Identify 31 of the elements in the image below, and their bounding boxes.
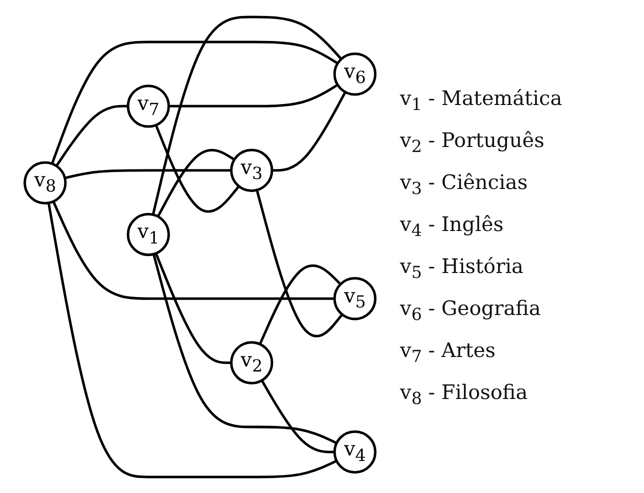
connector [152,253,338,444]
connector [258,264,342,344]
node-circle: v$_{7}$ [126,84,170,128]
legend-text: v$_{3}$ - Ciências [400,170,529,198]
connector [55,104,128,166]
legend-text: v$_{8}$ - Filosofia [400,380,529,408]
connector [154,252,232,364]
connector [256,189,344,337]
connector [260,379,335,453]
connector [64,168,232,179]
node-circle: v$_{1}$ [126,212,170,256]
node-circle: v$_{2}$ [230,340,274,384]
node-circle: v$_{3}$ [230,148,274,192]
connector [156,148,235,217]
connector [168,83,338,107]
legend-text: v$_{5}$ - História [400,254,524,282]
legend-text: v$_{1}$ - Matemática [400,86,564,114]
legend-text: v$_{4}$ - Inglês [400,212,504,240]
legend-text: v$_{7}$ - Artes [400,338,497,366]
node-circle: v$_{8}$ [23,160,67,204]
connector [50,40,338,164]
connector [272,90,346,172]
legend-text: v$_{2}$ - Português [400,128,546,156]
node-circle: v$_{4}$ [333,430,377,474]
legend-text: v$_{6}$ - Geografia [400,296,542,324]
connector [152,15,342,214]
node-circle: v$_{5}$ [333,276,377,320]
node-circle: v$_{6}$ [333,52,377,96]
connector [52,200,335,300]
connector [47,202,338,478]
connector [154,124,240,212]
